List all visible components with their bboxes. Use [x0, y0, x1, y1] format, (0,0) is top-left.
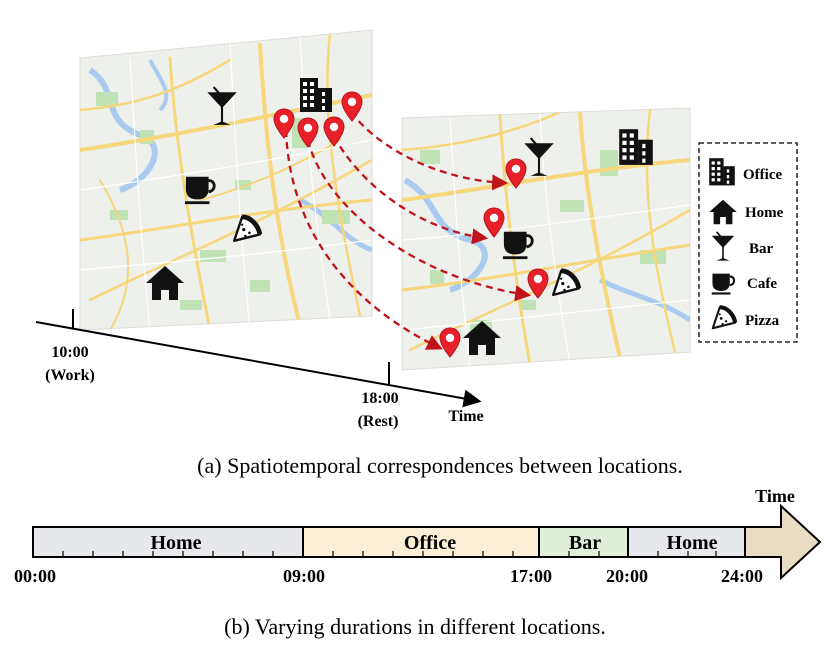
- tick-time-2: 18:00: [361, 390, 398, 407]
- legend-label-cafe: Cafe: [747, 276, 777, 292]
- segment-label-home: Home: [150, 532, 201, 554]
- map-panel-6pm: [401, 107, 691, 371]
- segment-label-home-2: Home: [666, 532, 717, 554]
- tick-time-1: 10:00: [51, 344, 88, 361]
- legend-label-bar: Bar: [749, 241, 774, 257]
- arrow-to-home: [284, 129, 443, 350]
- timeline-arrow: [744, 503, 822, 581]
- segment-office: [302, 526, 540, 558]
- tick-label-0000: 00:00: [14, 566, 56, 586]
- map-panel-10am: [79, 29, 373, 331]
- tick-label-2400: 24:00: [721, 566, 763, 586]
- duration-timeline: [32, 503, 822, 581]
- arrow-to-bar: [350, 111, 509, 191]
- legend-label-office: Office: [743, 167, 782, 183]
- caption-a: (a) Spatiotemporal correspondences betwe…: [197, 453, 683, 478]
- tick-note-2: (Rest): [358, 413, 399, 430]
- arrow-to-cafe: [332, 135, 489, 245]
- segment-home-evening: [627, 526, 746, 558]
- segment-label-bar: Bar: [569, 532, 601, 554]
- legend-label-home: Home: [745, 205, 784, 221]
- tick-label-1700: 17:00: [510, 566, 552, 586]
- tick-label-2000: 20:00: [606, 566, 648, 586]
- correspondence-arrows: [284, 111, 532, 350]
- caption-b: (b) Varying durations in different locat…: [224, 614, 606, 639]
- time-axis-label: Time: [448, 408, 483, 425]
- segment-bar: [538, 526, 629, 558]
- tick-note-1: (Work): [45, 367, 95, 384]
- arrow-to-pizza: [306, 139, 532, 302]
- timeline-axis-label: Time: [755, 486, 795, 506]
- legend: Office Home Bar Cafe Pizza: [698, 142, 798, 343]
- legend-label-pizza: Pizza: [745, 313, 780, 329]
- segment-home-morning: [32, 526, 304, 558]
- segment-label-office: Office: [404, 532, 456, 554]
- time-axis-a: [35, 309, 482, 408]
- tick-label-0900: 09:00: [283, 566, 325, 586]
- map-tiles-right: [402, 108, 690, 369]
